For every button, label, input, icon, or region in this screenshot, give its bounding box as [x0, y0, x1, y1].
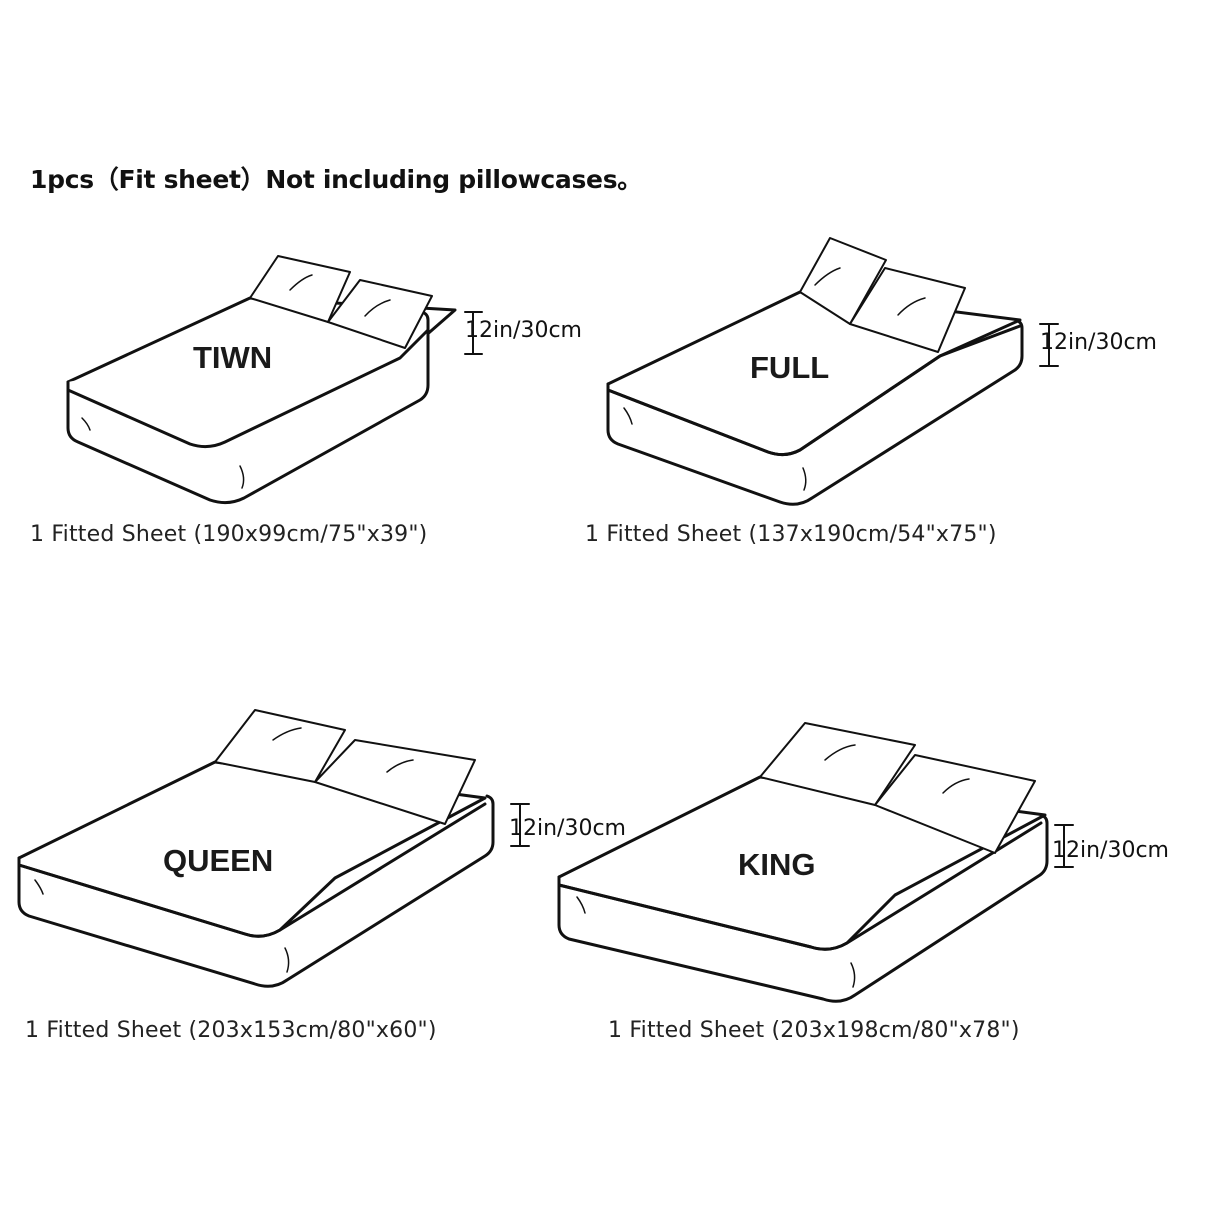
product-caption: 1 Fitted Sheet (203x198cm/80"x78") — [608, 1018, 1020, 1043]
bed-drawing-icon — [17, 709, 530, 988]
bed-drawing-icon — [557, 722, 1074, 1003]
size-label: KING — [738, 847, 816, 882]
bed-illustration-twin: TIWN 12in/30cm — [60, 230, 620, 510]
page-heading: 1pcs（Fit sheet）Not including pillowcases… — [30, 165, 642, 194]
product-caption: 1 Fitted Sheet (190x99cm/75"x39") — [30, 522, 428, 547]
bed-illustration-full: FULL 12in/30cm — [600, 220, 1210, 510]
mattress-height-label: 12in/30cm — [509, 816, 626, 841]
size-label: QUEEN — [163, 843, 274, 878]
product-caption: 1 Fitted Sheet (137x190cm/54"x75") — [585, 522, 997, 547]
product-caption: 1 Fitted Sheet (203x153cm/80"x60") — [25, 1018, 437, 1043]
bed-drawing-icon — [66, 255, 483, 505]
size-label: FULL — [750, 350, 830, 385]
bed-drawing-icon — [606, 237, 1059, 506]
mattress-height-label: 12in/30cm — [1040, 330, 1157, 355]
bed-illustration-queen: QUEEN 12in/30cm — [15, 700, 635, 990]
mattress-height-label: 12in/30cm — [465, 318, 582, 343]
bed-illustration-king: KING 12in/30cm — [555, 715, 1210, 1005]
mattress-height-label: 12in/30cm — [1052, 838, 1169, 863]
size-label: TIWN — [193, 340, 273, 375]
